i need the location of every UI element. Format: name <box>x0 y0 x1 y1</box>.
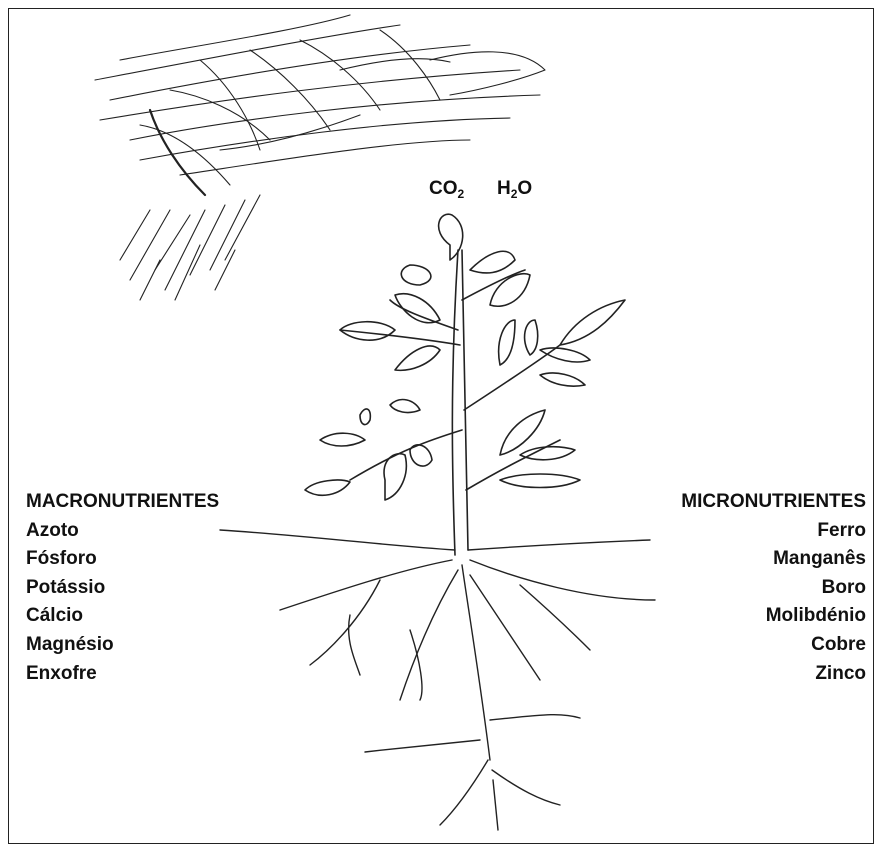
micronutrients-heading: MICRONUTRIENTES <box>681 488 866 517</box>
micro-item: Cobre <box>681 631 866 660</box>
micro-item: Manganês <box>681 545 866 574</box>
h2o-base: H <box>497 178 511 199</box>
roots-sketch <box>220 530 655 830</box>
micro-item: Boro <box>681 574 866 603</box>
macro-item: Cálcio <box>26 602 219 631</box>
micro-item: Molibdénio <box>681 602 866 631</box>
macronutrients-list: MACRONUTRIENTES Azoto Fósforo Potássio C… <box>26 488 219 688</box>
macro-item: Magnésio <box>26 631 219 660</box>
co2-base: CO <box>429 178 458 199</box>
cloud-sketch <box>95 15 545 195</box>
co2-label: CO2 <box>429 178 464 201</box>
micro-item: Zinco <box>681 660 866 689</box>
h2o-suffix: O <box>517 178 532 199</box>
co2-subscript: 2 <box>458 187 465 201</box>
macronutrients-heading: MACRONUTRIENTES <box>26 488 219 517</box>
macro-item: Azoto <box>26 517 219 546</box>
h2o-label: H2O <box>497 178 532 201</box>
macro-item: Enxofre <box>26 660 219 689</box>
micronutrients-list: MICRONUTRIENTES Ferro Manganês Boro Moli… <box>681 488 866 688</box>
plant-sketch <box>305 214 625 555</box>
rain-sketch <box>120 195 260 300</box>
macro-item: Fósforo <box>26 545 219 574</box>
macro-item: Potássio <box>26 574 219 603</box>
micro-item: Ferro <box>681 517 866 546</box>
